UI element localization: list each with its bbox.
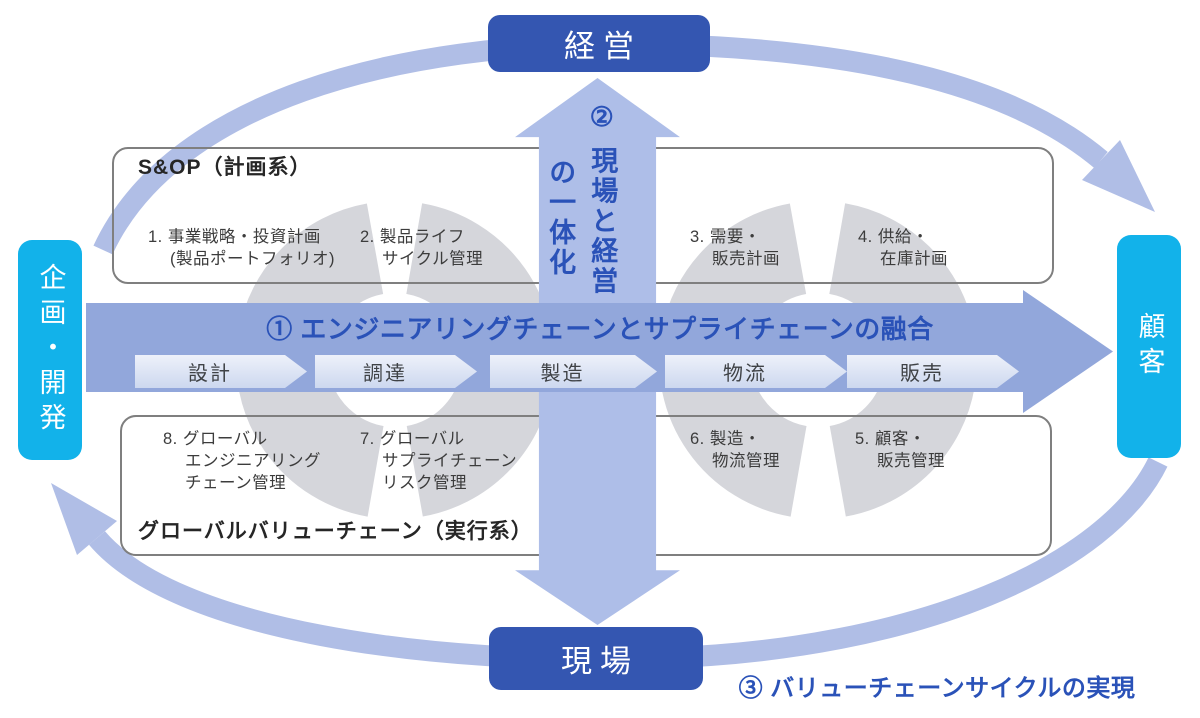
- sop-item-4: 4. 供給・ 在庫計画: [858, 228, 948, 268]
- gvc-item-7: 7. グローバル サプライチェーン リスク管理: [360, 430, 518, 492]
- sop-planning-title: S&OP（計画系）: [138, 156, 312, 179]
- cycle-arc-bottom-arrowhead-icon: [51, 483, 117, 555]
- fusion-arrow-label: ① エンジニアリングチェーンとサプライチェーンの融合: [266, 314, 934, 344]
- value-chain-step-procurement: 調達: [315, 355, 477, 388]
- frontline-node: 現場: [489, 627, 703, 690]
- value-chain-step-design: 設計: [135, 355, 307, 388]
- value-chain-step-sales: 販売: [847, 355, 1019, 388]
- integration-label-column-left: の一体化: [545, 158, 576, 278]
- sop-item-3: 3. 需要・ 販売計画: [690, 228, 780, 268]
- management-node: 経営: [488, 15, 710, 72]
- cycle-realization-label: ③ バリューチェーンサイクルの実現: [738, 675, 1136, 702]
- integration-arrow-label: ② 現場と経営 の一体化: [542, 102, 619, 317]
- sop-item-2: 2. 製品ライフ サイクル管理: [360, 228, 484, 268]
- integration-label-column-right: ② 現場と経営: [587, 102, 618, 297]
- value-chain-step-logistics: 物流: [665, 355, 847, 388]
- customer-label: 顧客: [1134, 311, 1165, 382]
- gvc-item-5: 5. 顧客・ 販売管理: [855, 430, 945, 470]
- gvc-item-6: 6. 製造・ 物流管理: [690, 430, 780, 470]
- planning-development-node: 企画・開発: [18, 240, 82, 460]
- customer-node: 顧客: [1117, 235, 1181, 458]
- cycle-arc-top-arrowhead-icon: [1082, 140, 1155, 212]
- planning-development-label: 企画・開発: [35, 262, 66, 438]
- sop-item-1: 1. 事業戦略・投資計画 (製品ポートフォリオ): [148, 228, 335, 268]
- gvc-item-8: 8. グローバル エンジニアリング チェーン管理: [163, 430, 321, 492]
- gvc-execution-title: グローバルバリューチェーン（実行系）: [138, 520, 533, 543]
- value-chain-step-manufacturing: 製造: [490, 355, 657, 388]
